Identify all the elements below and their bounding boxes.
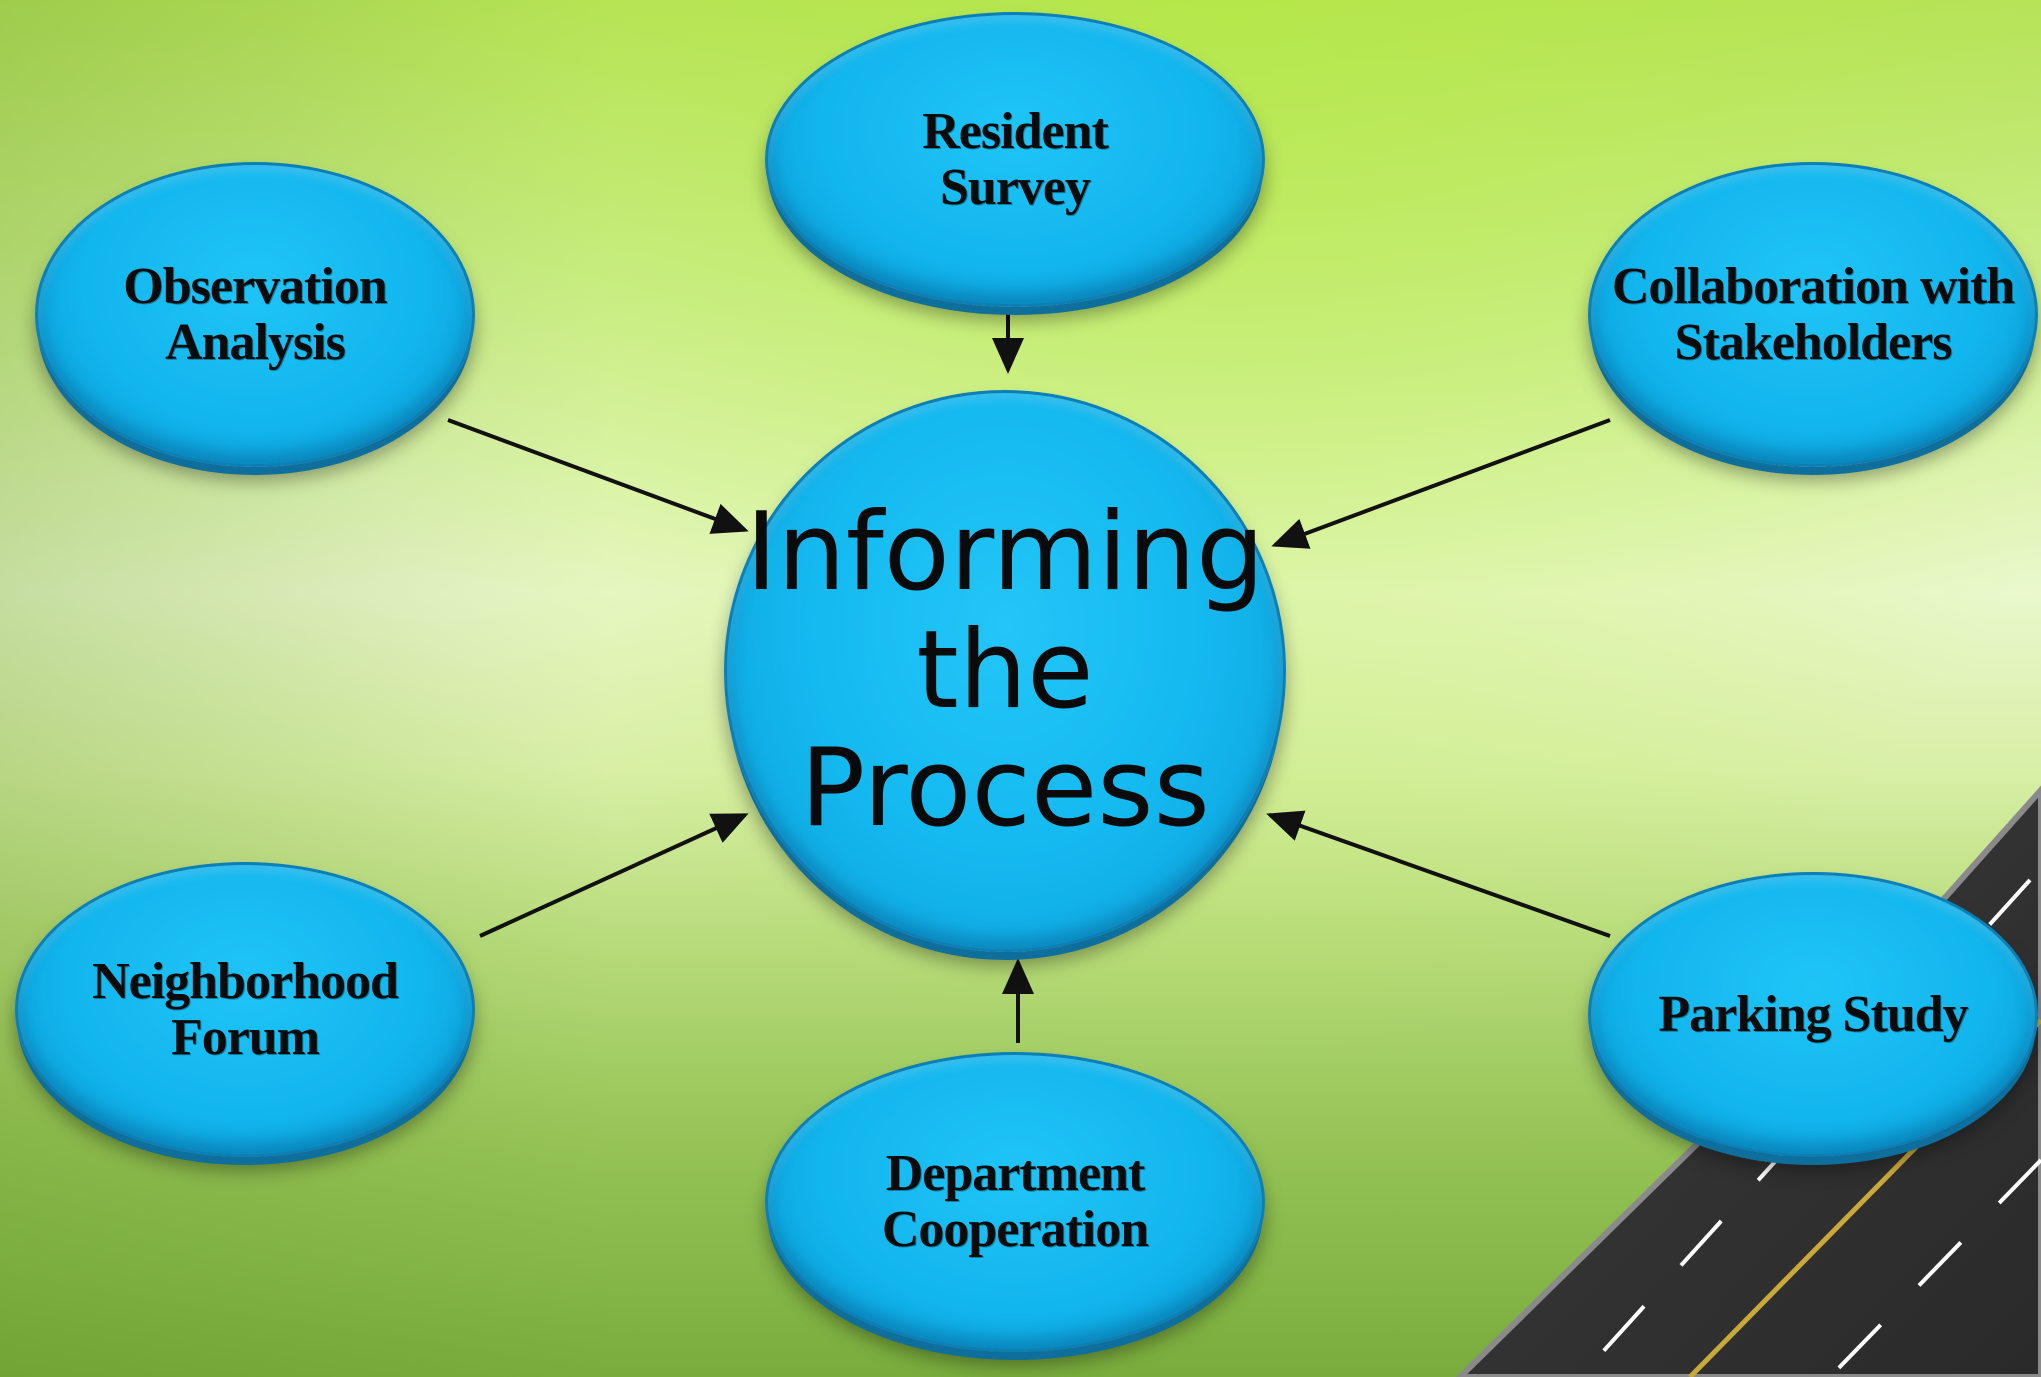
arrow-observation-analysis [447,418,749,534]
node-department-cooperation-label: Department Cooperation [881,1145,1149,1258]
node-resident-survey: Resident Survey [765,12,1265,307]
road-lane-marking [1828,1158,2041,1377]
node-collaboration-with-stakeholders-label: Collaboration with Stakeholders [1611,257,2015,371]
node-neighborhood-forum: Neighborhood Forum [15,862,475,1157]
node-observation-analysis: Observation Analysis [35,162,475,467]
node-parking-study-label: Parking Study [1658,985,1968,1043]
arrow-neighborhood-forum [479,813,749,938]
node-parking-study: Parking Study [1588,872,2038,1157]
node-collaboration-with-stakeholders: Collaboration with Stakeholders [1588,162,2038,467]
node-resident-survey-label: Resident Survey [922,102,1109,216]
node-neighborhood-forum-label: Neighborhood Forum [92,952,399,1066]
center-node: Informing the Process [724,390,1286,952]
node-department-cooperation: Department Cooperation [765,1052,1265,1352]
center-node-label: Informing the Process [745,490,1265,851]
node-observation-analysis-label: Observation Analysis [123,257,387,371]
arrow-parking-study [1266,810,1611,938]
arrow-collaboration-with-stakeholders [1271,418,1611,549]
road-surface [1455,785,2041,1377]
